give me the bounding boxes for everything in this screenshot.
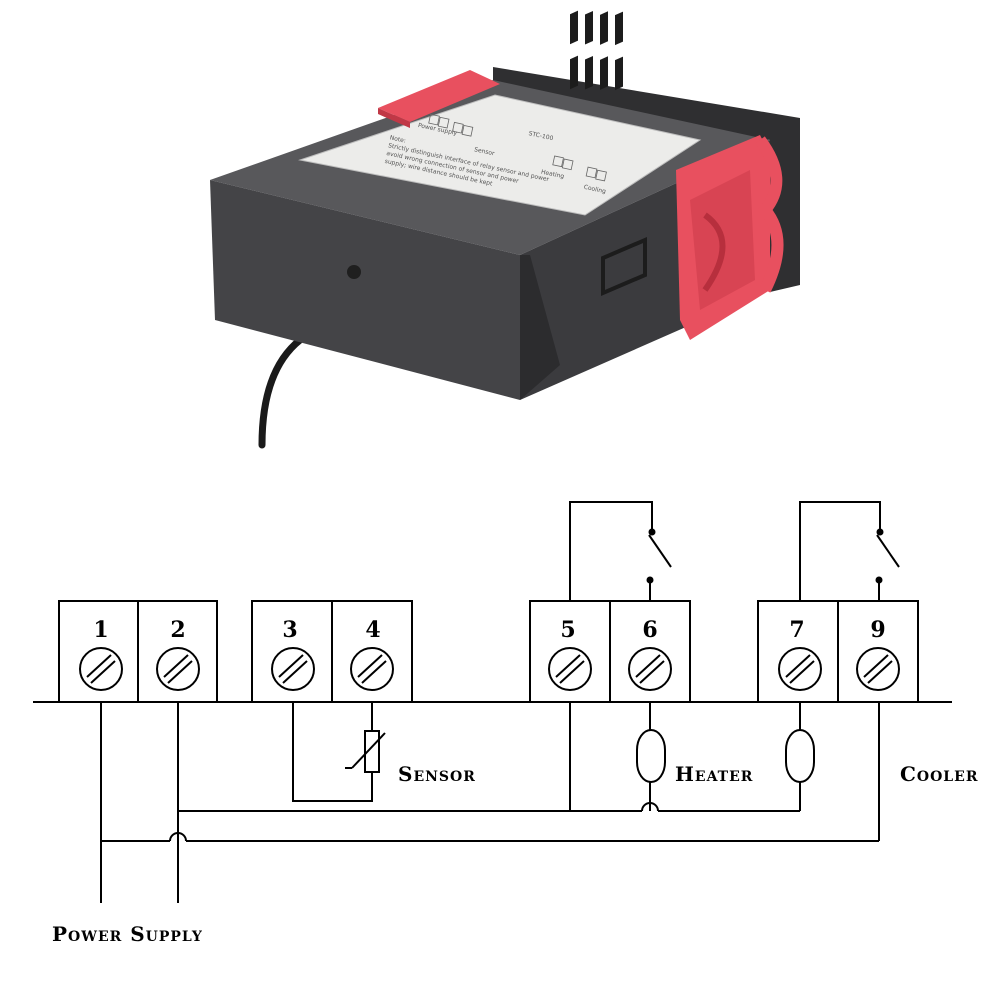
probe-cable [258,336,304,449]
side-step [520,255,560,400]
screw-icon [350,647,394,691]
sensor-wiring [292,702,386,802]
terminal-numbers: 1 2 3 4 5 6 7 9 [93,617,885,643]
cooler-relay-switch [799,501,900,601]
screw-icon [778,647,822,691]
terminal-block-5-6 [529,600,691,703]
screw-icon [271,647,315,691]
clip-top-side [378,108,410,128]
heater-load-icon [636,729,666,783]
terminal-number: 1 [93,617,108,643]
device-rear-face [210,180,520,400]
screw-icon [856,647,900,691]
terminal-number: 6 [642,617,657,643]
clip-top [378,70,500,122]
heater-label: Heater [675,762,753,786]
sensor-thermistor-icon [364,730,380,773]
terminal-block-3-4 [251,600,413,703]
live-bus [100,702,879,903]
wiring-diagram [33,501,952,903]
sticker-note-title: Note: [389,134,406,144]
terminal-block-7-9 [757,600,919,703]
heater-wiring [569,702,666,811]
screw-icons [79,647,900,691]
front-frame [493,67,800,292]
side-vents [570,10,623,91]
terminal-number: 4 [365,617,380,643]
screw-icon [156,647,200,691]
rear-hole [347,265,361,279]
relay-contact-dots [646,528,884,584]
sticker-sensor: Sensor [473,146,495,157]
terminal-number: 5 [560,617,575,643]
cooler-wiring [785,702,880,841]
cooler-label: Cooler [900,762,978,786]
cooler-load-icon [785,729,815,783]
terminal-number: 3 [282,617,297,643]
terminal-number: 2 [170,617,185,643]
neutral-bus [177,702,800,903]
thermostat-device: STC-100 Power supply Sensor Heating Cool… [210,10,800,449]
sticker-heating: Heating [540,169,565,181]
screw-icon [79,647,123,691]
heater-relay-switch [569,501,672,601]
terminal-block-1-2 [58,600,218,703]
sticker-cooling: Cooling [583,184,607,196]
power-supply-label: Power Supply [52,922,203,946]
terminal-number: 7 [789,617,804,643]
screw-icon [548,647,592,691]
sensor-label: Sensor [398,762,476,786]
clip-side [676,135,784,340]
side-window [601,236,647,297]
screw-icon [628,647,672,691]
terminal-number: 9 [870,617,885,643]
